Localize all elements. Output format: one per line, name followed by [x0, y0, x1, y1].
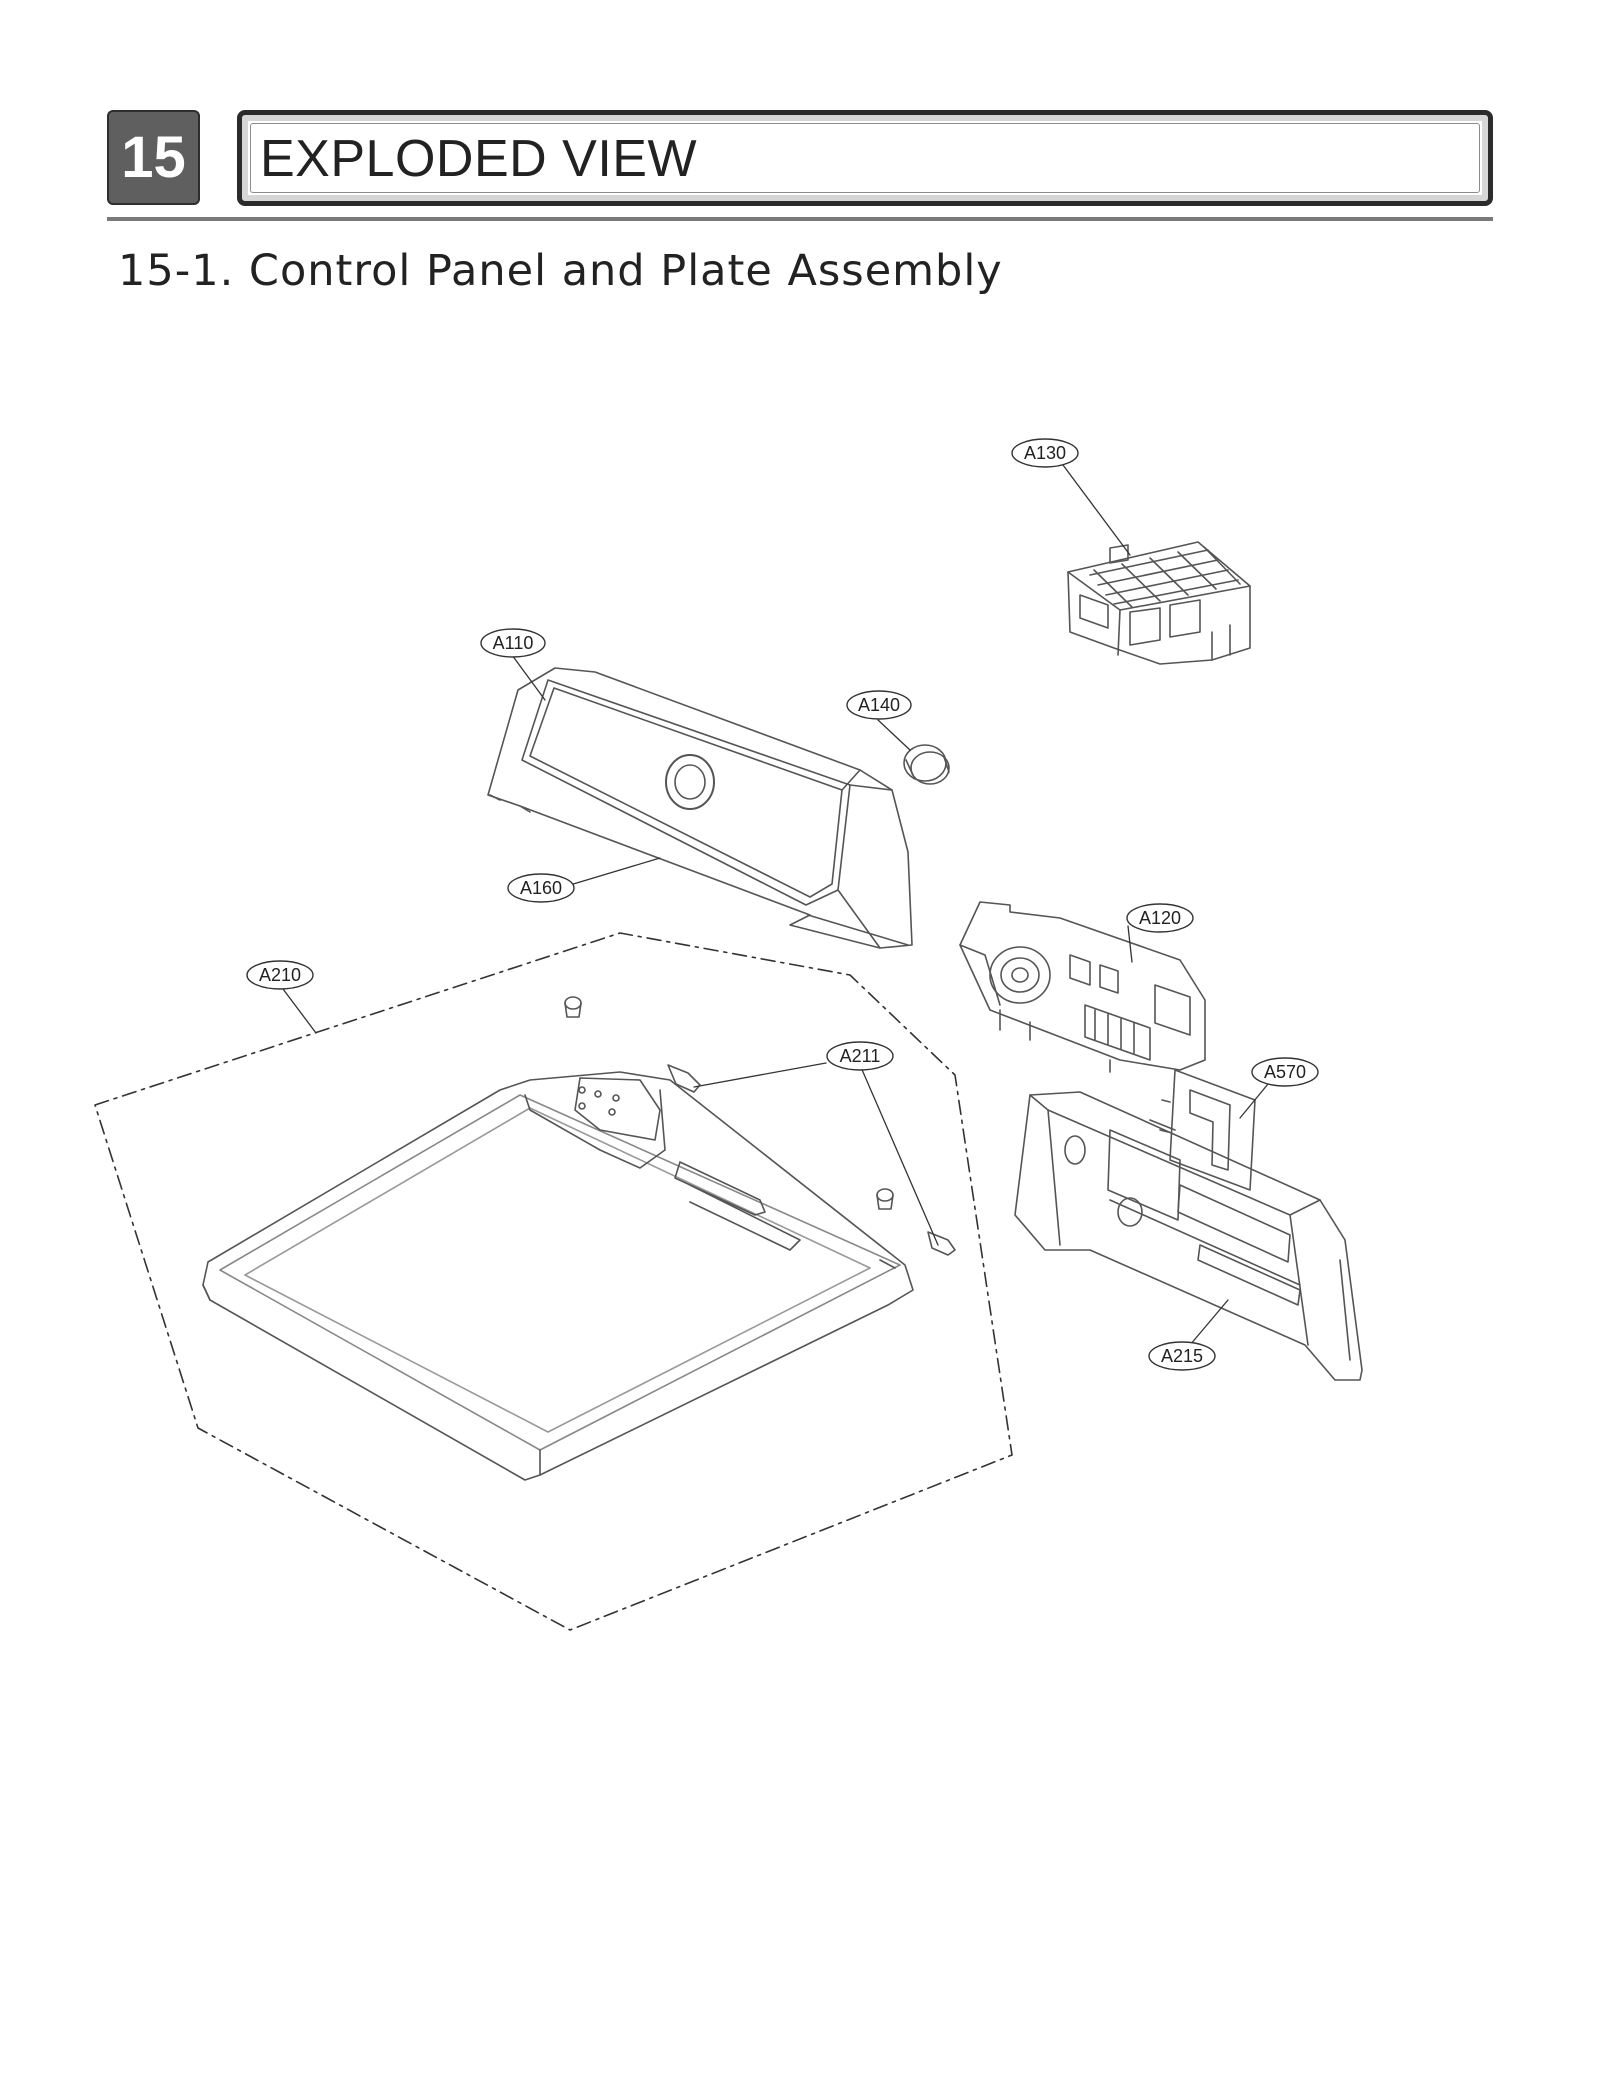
callout-a110: A110 [480, 628, 546, 658]
callout-a210: A210 [246, 960, 314, 990]
callout-a130: A130 [1011, 438, 1079, 468]
chapter-number-badge: 15 [107, 110, 200, 205]
callout-a211: A211 [826, 1041, 894, 1071]
part-a211-clip-upper-drawing [667, 1064, 701, 1093]
callout-label-a120: A120 [1139, 908, 1181, 928]
callout-label-a210: A210 [259, 965, 301, 985]
callout-a160: A160 [507, 873, 575, 903]
callout-a570: A570 [1251, 1057, 1319, 1087]
callout-a120: A120 [1126, 903, 1194, 933]
part-a211-clip-lower-drawing [927, 1231, 956, 1256]
callout-label-a570: A570 [1264, 1062, 1306, 1082]
pin-right-drawing [876, 1188, 894, 1210]
assembly-boundary [94, 932, 1013, 1631]
part-a210-drawing [202, 1071, 914, 1481]
part-a215-drawing [1014, 1091, 1363, 1381]
callout-label-a160: A160 [520, 878, 562, 898]
part-a140-drawing [903, 744, 950, 785]
chapter-number: 15 [121, 124, 186, 190]
part-a130-drawing [1067, 541, 1251, 665]
part-a120-drawing [959, 901, 1206, 1073]
callout-label-a215: A215 [1161, 1346, 1203, 1366]
callout-a215: A215 [1148, 1341, 1216, 1371]
header-divider [107, 217, 1493, 221]
callout-label-a130: A130 [1024, 443, 1066, 463]
pin-left-drawing [564, 996, 582, 1018]
part-a110-drawing [487, 667, 913, 949]
callout-a140: A140 [846, 690, 912, 720]
chapter-title: EXPLODED VIEW [260, 130, 698, 188]
callout-label-a211: A211 [840, 1046, 881, 1066]
leader-lines [279, 464, 1269, 1346]
section-title: 15-1. Control Panel and Plate Assembly [118, 246, 1003, 296]
callout-label-a110: A110 [493, 633, 534, 653]
callout-label-a140: A140 [858, 695, 900, 715]
chapter-title-box: EXPLODED VIEW [237, 110, 1493, 206]
